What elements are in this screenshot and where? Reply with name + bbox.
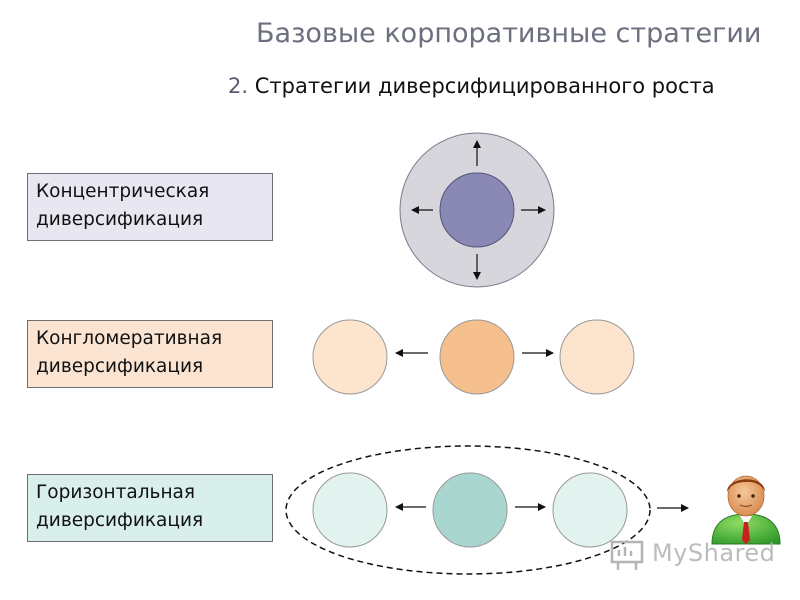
horizontal-left-circle xyxy=(312,472,388,548)
horizontal-label-line2: диверсификация xyxy=(36,510,204,531)
horizontal-diagram xyxy=(285,445,689,575)
concentric-label-line1: Концентрическая xyxy=(36,181,210,202)
horizontal-center-circle xyxy=(432,472,508,548)
horizontal-label-line1: Горизонтальная xyxy=(36,482,196,503)
conglomerate-label-box: Конгломеративная диверсификация xyxy=(27,320,273,388)
conglomerate-right-circle xyxy=(559,319,635,395)
slide-subtitle: 2. Стратегии диверсифицированного роста xyxy=(228,74,715,98)
watermark-text: MyShared xyxy=(652,539,776,567)
horizontal-label-box: Горизонтальная диверсификация xyxy=(27,474,273,542)
concentric-label-box: Концентрическая диверсификация xyxy=(27,173,273,241)
watermark: MyShared xyxy=(608,536,775,572)
subtitle-text: Стратегии диверсифицированного роста xyxy=(254,74,715,98)
person-icon xyxy=(711,475,781,545)
concentric-diagram xyxy=(399,132,555,288)
horizontal-right-circle xyxy=(552,472,628,548)
conglomerate-label-line2: диверсификация xyxy=(36,356,204,377)
subtitle-number: 2. xyxy=(228,74,249,98)
conglomerate-label-line1: Конгломеративная xyxy=(36,328,223,349)
conglomerate-diagram xyxy=(312,319,635,395)
conglomerate-left-circle xyxy=(312,319,388,395)
concentric-label-line2: диверсификация xyxy=(36,209,204,230)
conglomerate-center-circle xyxy=(439,319,515,395)
concentric-inner-circle xyxy=(439,172,515,248)
horizontal-dashed-ellipse xyxy=(285,445,651,575)
slide-title: Базовые корпоративные стратегии xyxy=(256,18,762,49)
myshared-logo-icon xyxy=(610,540,644,570)
